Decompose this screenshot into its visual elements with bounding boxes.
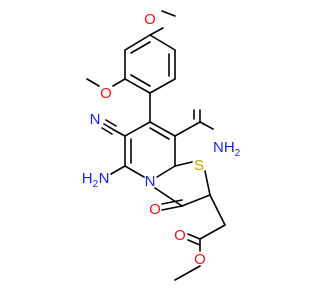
bond [161,199,183,205]
bond [209,194,226,226]
amino-subscript: 2 [93,179,99,190]
ring-nitrogen: N [145,173,156,190]
bond [105,119,117,127]
bond [86,78,100,87]
amide-nh-text: NH [213,139,235,156]
bond [174,265,201,281]
ring-sulfur: S [194,157,204,174]
bond [113,129,126,137]
bond [199,121,214,130]
ester-oxygen: O [194,251,206,268]
bond [187,239,201,246]
bond [130,41,151,54]
amino-h-text: H [82,170,93,187]
bond-lines [86,10,226,281]
bond [103,123,115,131]
bond [187,233,201,240]
bond [149,127,170,140]
bond [124,78,151,94]
bond [181,194,211,207]
bond [174,121,201,137]
bond [161,10,176,17]
bond [101,127,113,135]
bond [199,224,226,240]
bond [124,165,145,178]
structure-svg: O O N NH2 H2 N S N O O O [82,10,241,281]
methoxy-oxygen-left: O [100,85,112,102]
bond [124,34,151,51]
bond [161,205,183,211]
amide-nh2-label: NH2 [213,139,241,159]
lactam-oxygen: O [149,201,161,218]
bond [174,161,193,167]
bond [130,74,151,87]
bond [112,78,126,87]
atom-labels: O O N NH2 H2 N S N O O O [82,11,241,268]
ester-carbonyl-oxygen: O [174,227,186,244]
bond [149,34,176,51]
amide-subscript: 2 [235,148,241,159]
amino-nitrogen: N [99,170,110,187]
amino-h2-label: H2 [82,170,99,190]
bond [204,170,211,196]
molecule-diagram: O O N NH2 H2 N S N O O O [82,10,241,281]
bond [149,78,176,94]
bond [124,121,151,137]
nitrile-nitrogen: N [90,111,101,128]
bond [110,165,126,175]
bond [156,165,176,178]
bond [154,187,183,207]
bond [149,27,164,36]
methoxy-oxygen-top: O [144,11,156,28]
bond [149,121,176,137]
